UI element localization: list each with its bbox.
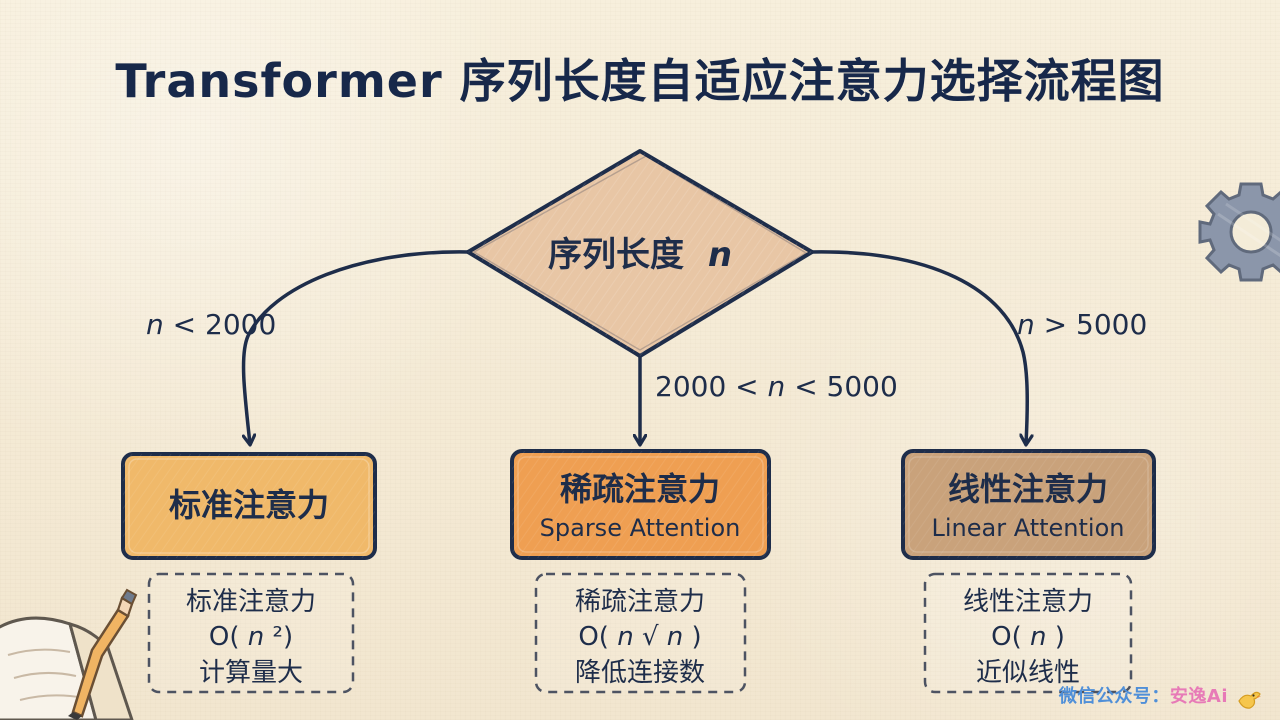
watermark-text: 微信公众号：安逸Ai [1059,686,1228,708]
gear-icon [1198,182,1280,282]
sparse-note-line2-mid: √ [642,622,659,652]
sparse-note-line1: 稀疏注意力 [575,587,705,617]
standard-note-line3: 计算量大 [199,658,303,688]
sparse-note-line3: 降低连接数 [575,658,705,688]
watermark-prefix: 微信公众号： [1058,686,1170,707]
linear-note-line3: 近似线性 [976,658,1080,688]
branch-label-middle: 2000 < n < 5000 [655,370,898,403]
branch-middle-prefix: 2000 < [655,370,768,403]
option-box-sparse: 稀疏注意力 Sparse Attention [510,449,771,560]
branch-line-right [810,250,1027,444]
note-box-standard: 标准注意力 O( n ²) 计算量大 [147,572,355,694]
linear-note-line2: O( n ) [991,622,1065,652]
branch-left-var: n [146,308,164,341]
branch-right-var: n [1017,308,1035,341]
branch-right-rest: > 5000 [1044,308,1148,341]
branch-label-left: n < 2000 [146,308,276,341]
standard-note-line1: 标准注意力 [186,587,316,617]
standard-note-line2-suffix: ²) [273,622,294,652]
linear-title: 线性注意力 [948,470,1108,508]
decision-node: 序列长度 n [466,149,814,358]
sparse-note-line2-var: n [617,622,633,652]
branch-middle-suffix: < 5000 [794,370,898,403]
standard-title: 标准注意力 [169,486,329,524]
linear-subtitle: Linear Attention [932,514,1125,542]
linear-note-line2-prefix: O( [991,622,1022,652]
sparse-note-line2: O( n √ n ) [578,622,701,652]
sparse-subtitle: Sparse Attention [540,514,741,542]
standard-note-line2-prefix: O( [209,622,240,652]
branch-left-rest: < 2000 [173,308,277,341]
decision-label-var: n [708,235,732,275]
sparse-note-line2-var2: n [667,622,683,652]
decision-label: 序列长度 n [548,235,732,275]
duck-icon [1238,691,1261,709]
sparse-title: 稀疏注意力 [560,470,720,508]
branch-line-left [241,250,470,444]
watermark-name: 安逸Ai [1169,686,1228,707]
note-box-linear: 线性注意力 O( n ) 近似线性 [923,572,1133,694]
standard-note-line2-var: n [248,622,264,652]
linear-note-line1: 线性注意力 [963,587,1093,617]
option-box-standard: 标准注意力 [121,452,377,560]
note-box-sparse: 稀疏注意力 O( n √ n ) 降低连接数 [534,572,747,694]
linear-note-line2-suffix: ) [1055,622,1065,652]
page-title: Transformer 序列长度自适应注意力选择流程图 [115,54,1165,108]
standard-note-line2: O( n ²) [209,622,293,652]
sparse-note-line2-prefix: O( [578,622,609,652]
pencil-icon [68,588,138,720]
branch-middle-var: n [768,370,786,403]
sparse-note-line2-suffix: ) [692,622,702,652]
linear-note-line2-var: n [1030,622,1046,652]
branch-label-right: n > 5000 [1017,308,1147,341]
decision-label-prefix: 序列长度 [548,235,684,275]
option-box-linear: 线性注意力 Linear Attention [901,449,1156,560]
